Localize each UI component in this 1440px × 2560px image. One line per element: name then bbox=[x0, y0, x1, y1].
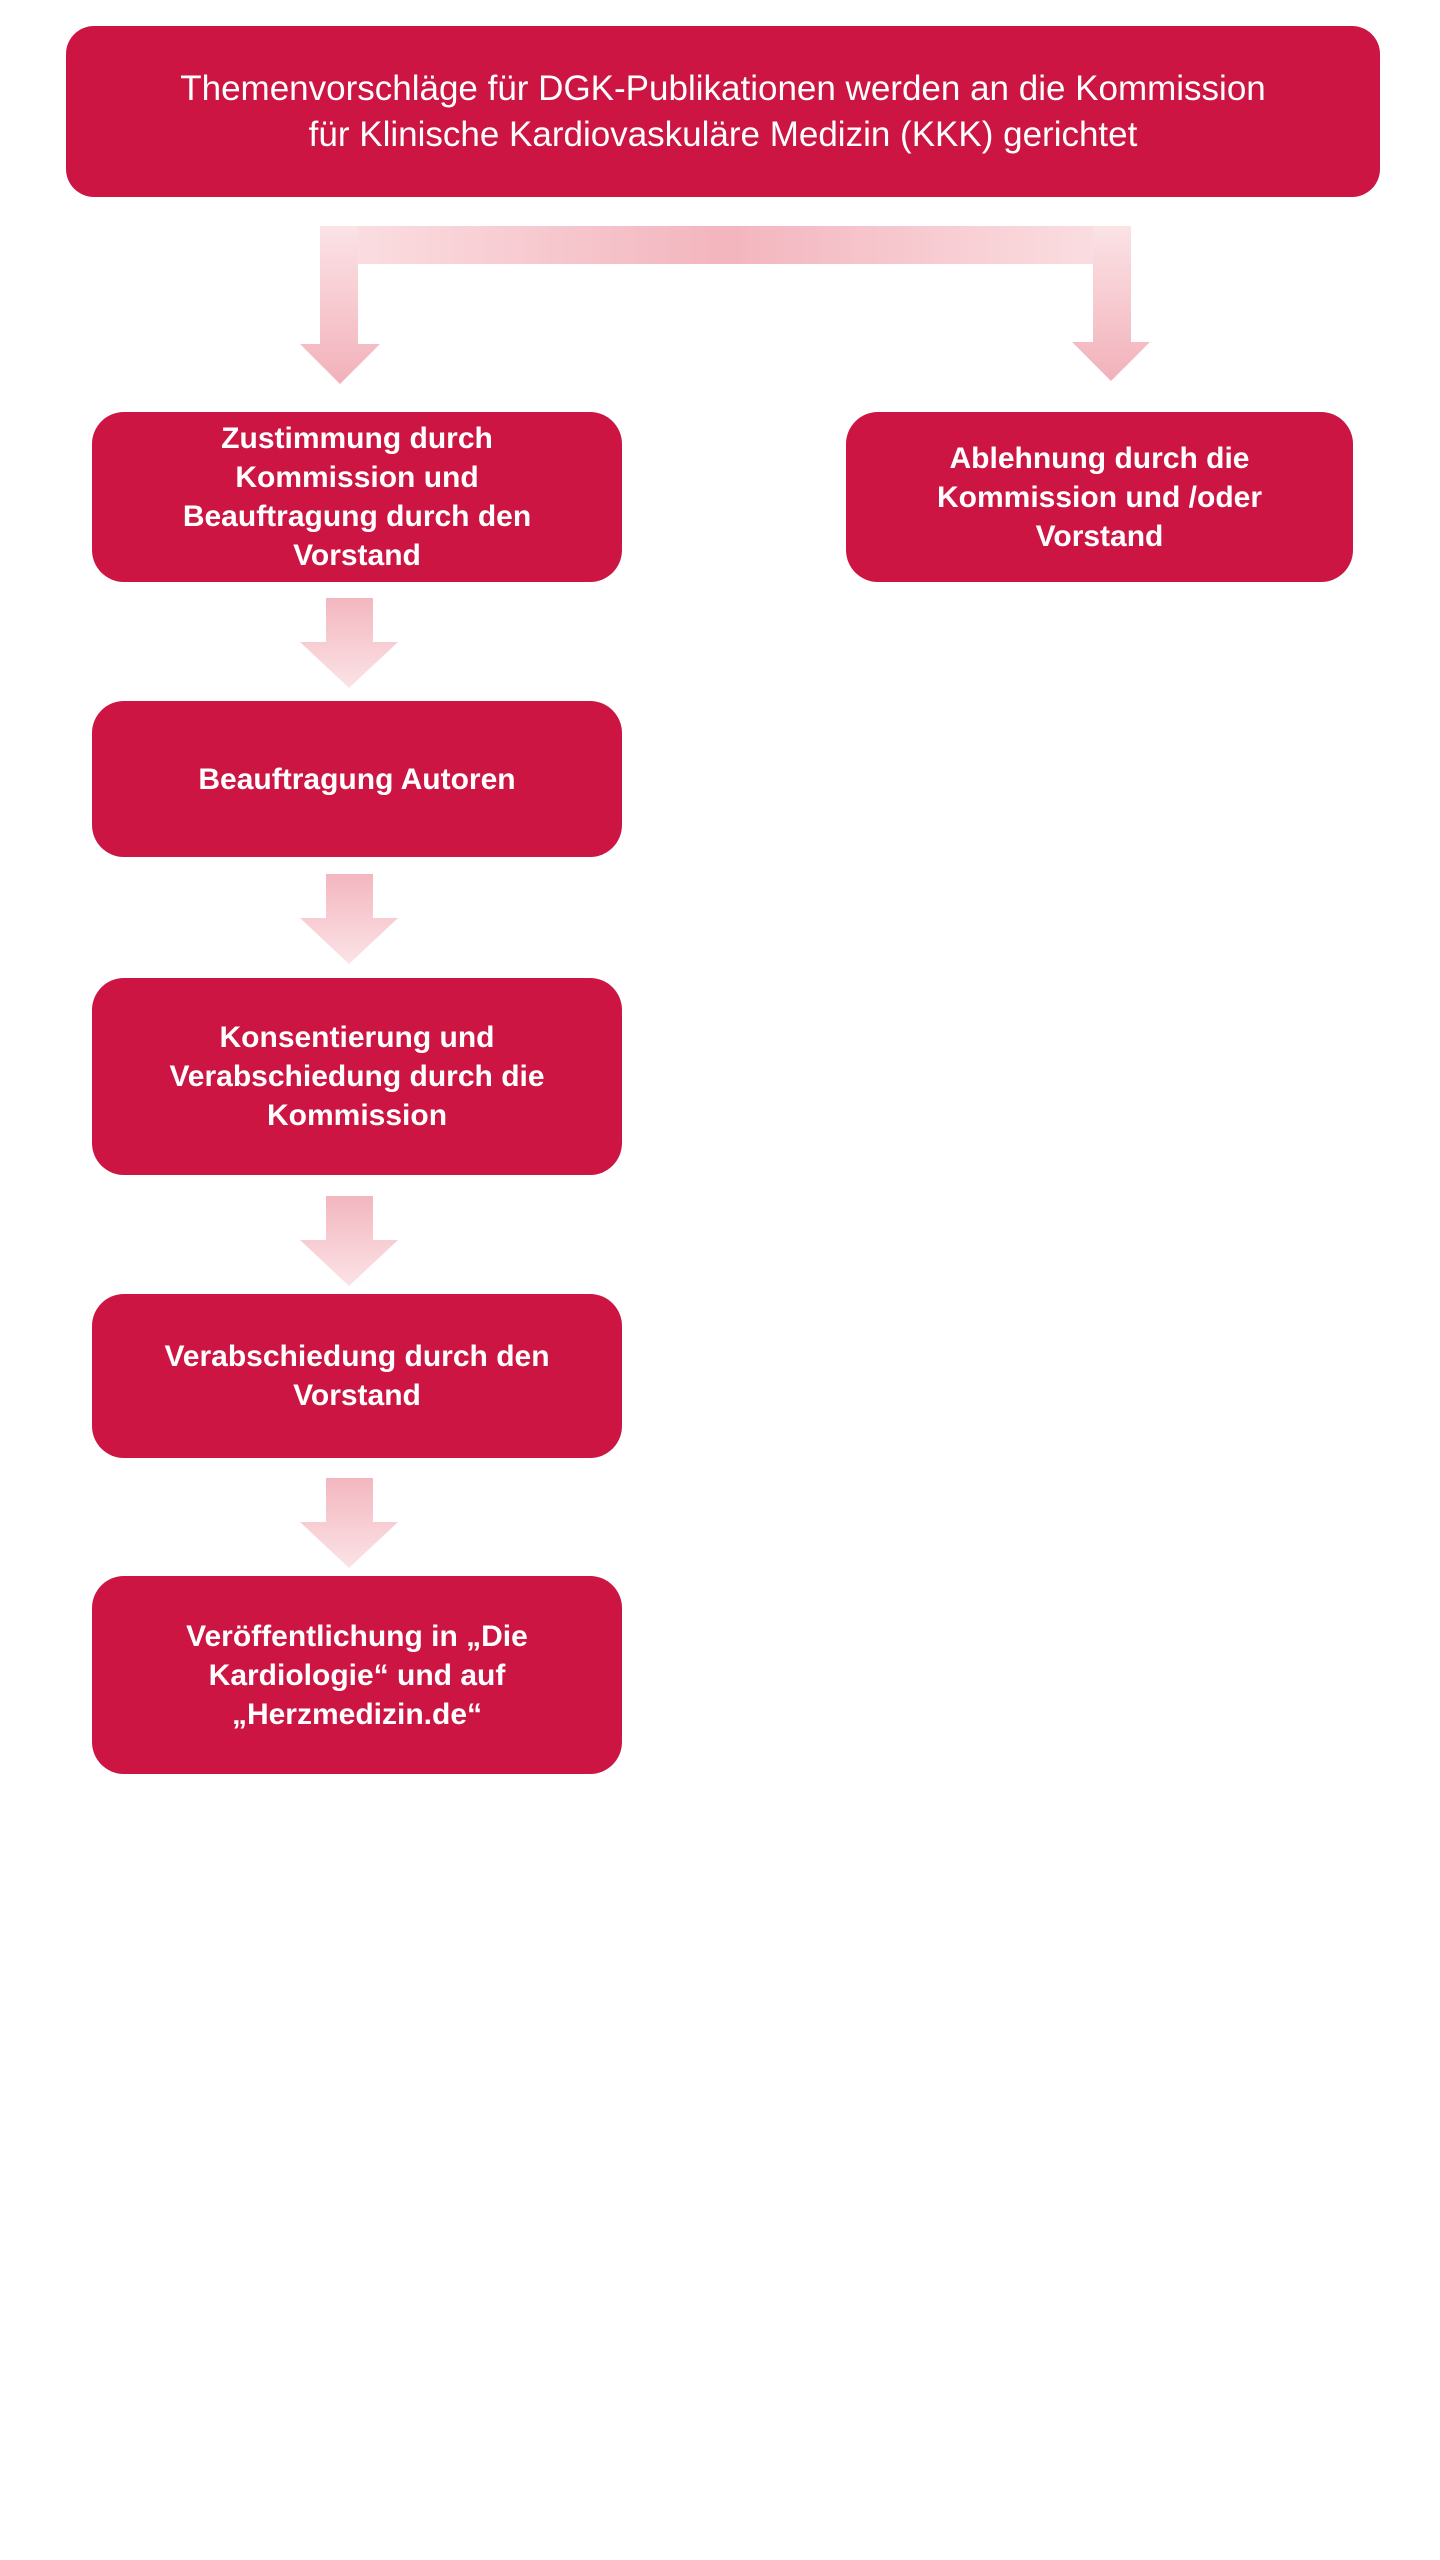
proposal-header-box: Themenvorschläge für DGK-Publikationen w… bbox=[66, 26, 1380, 197]
step-approval-box: Zustimmung durch Kommission und Beauftra… bbox=[92, 412, 622, 582]
step-board-approval-text: Verabschiedung durch den Vorstand bbox=[164, 1340, 550, 1412]
split-arrow-right bbox=[1072, 226, 1150, 381]
flow-arrow-1 bbox=[300, 598, 398, 688]
flow-arrow-3 bbox=[300, 1196, 398, 1286]
flow-arrow-4 bbox=[300, 1478, 398, 1568]
step-board-approval-box: Verabschiedung durch den Vorstand bbox=[92, 1294, 622, 1458]
step-approval-text: Zustimmung durch Kommission und Beauftra… bbox=[182, 422, 532, 572]
step-publication-text: Veröffentlichung in „Die Kardiologie“ un… bbox=[186, 1619, 528, 1731]
step-rejection-box: Ablehnung durch die Kommission und /oder… bbox=[846, 412, 1353, 582]
step-authors-box: Beauftragung Autoren bbox=[92, 701, 622, 857]
proposal-header-text: Themenvorschläge für DGK-Publikationen w… bbox=[180, 68, 1266, 154]
split-bar bbox=[320, 226, 1131, 264]
step-publication-box: Veröffentlichung in „Die Kardiologie“ un… bbox=[92, 1576, 622, 1774]
step-authors-text: Beauftragung Autoren bbox=[198, 762, 516, 796]
split-connector bbox=[300, 226, 1150, 384]
flow-arrow-2 bbox=[300, 874, 398, 964]
step-consent-text: Konsentierung und Verabschiedung durch d… bbox=[169, 1021, 545, 1132]
split-arrow-left bbox=[300, 226, 380, 384]
step-consent-box: Konsentierung und Verabschiedung durch d… bbox=[92, 978, 622, 1175]
step-rejection-text: Ablehnung durch die Kommission und /oder… bbox=[936, 441, 1263, 553]
